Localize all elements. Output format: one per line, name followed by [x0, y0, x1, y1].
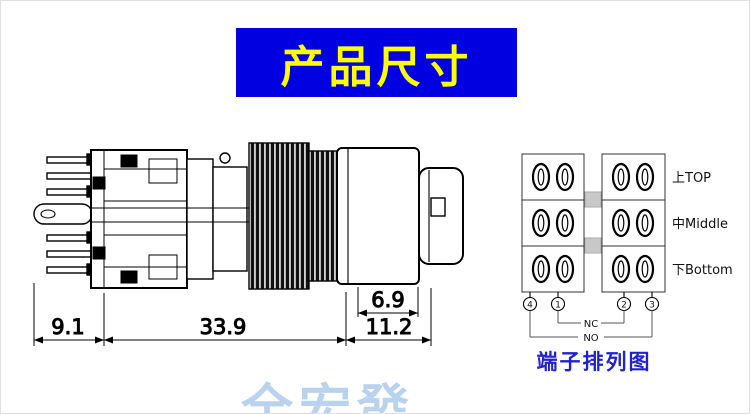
switch-side-view [33, 142, 464, 290]
terminal-arrangement-diagram: 上TOP 中Middle 下Bottom 4 1 2 3 [521, 153, 733, 344]
dimension-label-body: 33.9 [200, 315, 247, 339]
latch-section-icon [92, 152, 251, 280]
page-title: 产品尺寸 [280, 41, 473, 93]
row-label-bottom: 下Bottom [672, 263, 733, 278]
dimension-chain-bottom: 9.1 33.9 11.2 [33, 283, 432, 346]
dimension-label-pins: 9.1 [51, 315, 84, 339]
dimension-label-head: 11.2 [366, 315, 413, 339]
no-label: NO [583, 333, 598, 344]
nc-label: NC [584, 319, 598, 330]
terminal-diagram-caption: 端子排列图 [536, 350, 652, 374]
terminal-number-4: 4 [527, 301, 533, 311]
row-label-top: 上TOP [672, 171, 711, 186]
knurled-ring-icon [248, 142, 338, 290]
dimension-6-9: 6.9 [357, 287, 419, 317]
terminal-number-1: 1 [555, 301, 561, 311]
row-label-middle: 中Middle [672, 217, 728, 232]
terminal-number-3: 3 [649, 301, 655, 311]
dimension-label-front: 6.9 [371, 288, 404, 312]
switch-body-icon [90, 149, 188, 289]
lever-icon [33, 203, 93, 225]
terminal-holes [531, 162, 655, 284]
nc-no-brackets [529, 310, 653, 338]
terminal-number-2: 2 [621, 301, 627, 311]
button-head-icon [336, 147, 464, 285]
title-banner: 产品尺寸 [236, 28, 517, 97]
terminal-numbers [522, 292, 660, 312]
